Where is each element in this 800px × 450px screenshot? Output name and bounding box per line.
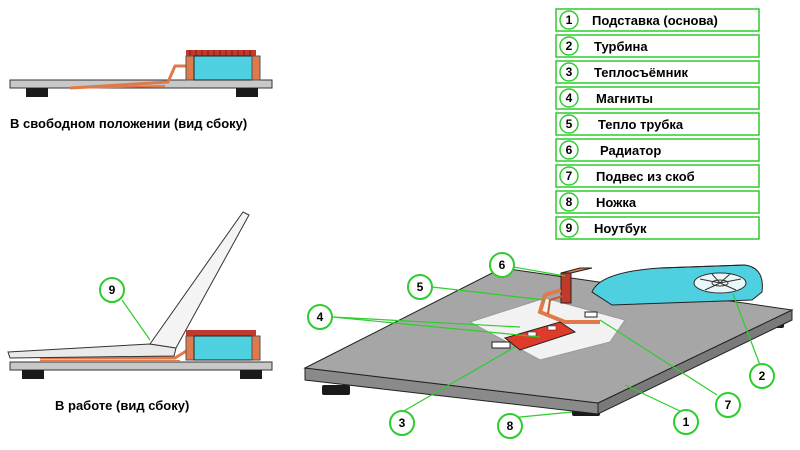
side-view-work xyxy=(7,211,273,379)
legend-label-7: Подвес из скоб xyxy=(596,169,695,184)
foot-front-left xyxy=(322,385,350,395)
callout-9-circle xyxy=(99,277,125,303)
side-view-free xyxy=(9,50,273,97)
magnet-d xyxy=(584,311,598,318)
clip-right xyxy=(251,55,261,81)
clip-left-2 xyxy=(185,335,195,361)
legend-row-7: 7 Подвес из скоб xyxy=(555,164,760,188)
legend-label-5: Тепло трубка xyxy=(598,117,684,132)
base-plate-2 xyxy=(9,361,273,371)
callout-5-circle xyxy=(407,274,433,300)
legend-label-8: Ножка xyxy=(596,195,637,210)
legend-num-7: 7 xyxy=(566,169,573,183)
callout-9: 9 xyxy=(109,283,116,297)
turbine-top-edge xyxy=(659,264,746,269)
laptop-base xyxy=(7,343,177,359)
callout-2-circle xyxy=(749,363,775,389)
legend-row-2: 2 Турбина xyxy=(555,34,760,58)
legend-num-9: 9 xyxy=(566,221,573,235)
legend-row-8: 8 Ножка xyxy=(555,190,760,214)
leader-lines xyxy=(121,264,761,419)
legend-num-6: 6 xyxy=(566,143,573,157)
callout-1: 1 xyxy=(683,415,690,429)
callout-7-circle xyxy=(715,392,741,418)
radiator-top xyxy=(560,267,593,274)
callout-4: 4 xyxy=(317,310,324,324)
callout-8-circle xyxy=(497,413,523,439)
radiator-fins-2 xyxy=(186,330,256,336)
callout-1-circle xyxy=(673,409,699,435)
legend: 1 Подставка (основа) 2 Турбина 3 Теплосъ… xyxy=(555,8,760,240)
caption-side-free: В свободном положении (вид сбоку) xyxy=(10,116,247,131)
legend-row-6: 6 Радиатор xyxy=(555,138,760,162)
legend-label-2: Турбина xyxy=(594,39,648,54)
radiator-fins xyxy=(186,50,256,56)
leader-8 xyxy=(509,411,573,419)
turbine-blades xyxy=(699,273,742,291)
callout-3-circle xyxy=(389,410,415,436)
callout-2: 2 xyxy=(759,369,766,383)
laptop-screen xyxy=(149,211,250,349)
foot-right xyxy=(236,88,258,97)
heat-pipe-perspective-2 xyxy=(547,295,564,315)
legend-row-5: 5 Тепло трубка xyxy=(555,112,760,136)
legend-num-2: 2 xyxy=(566,39,573,53)
foot-right-2 xyxy=(240,370,262,379)
callout-6-circle xyxy=(489,252,515,278)
legend-label-1: Подставка (основа) xyxy=(592,13,718,28)
callout-5: 5 xyxy=(417,280,424,294)
leader-4a xyxy=(331,316,521,328)
leader-2 xyxy=(732,293,761,366)
legend-num-4: 4 xyxy=(566,91,573,105)
leader-1 xyxy=(624,384,683,413)
legend-label-3: Теплосъёмник xyxy=(594,65,688,80)
callout-8: 8 xyxy=(507,419,514,433)
leader-7 xyxy=(599,319,718,396)
heatsink xyxy=(503,321,577,351)
leader-5 xyxy=(431,286,546,301)
magnet-c xyxy=(491,341,511,349)
foot-left xyxy=(26,88,48,97)
radiator-fin-lines xyxy=(189,50,251,56)
caption-side-work: В работе (вид сбоку) xyxy=(55,398,189,413)
foot-left-2 xyxy=(22,370,44,379)
perspective-view xyxy=(303,264,794,416)
turbine xyxy=(193,55,253,81)
leader-9 xyxy=(121,299,151,341)
radiator-perspective xyxy=(560,272,572,304)
legend-num-8: 8 xyxy=(566,195,573,209)
callout-6: 6 xyxy=(499,258,506,272)
legend-row-3: 3 Теплосъёмник xyxy=(555,60,760,84)
legend-row-4: 4 Магниты xyxy=(555,86,760,110)
magnet-b xyxy=(547,325,557,331)
turbine-2 xyxy=(193,335,253,361)
leader-3 xyxy=(401,346,516,413)
callout-3: 3 xyxy=(399,416,406,430)
clip-left xyxy=(185,55,195,81)
legend-num-3: 3 xyxy=(566,65,573,79)
legend-num-1: 1 xyxy=(566,13,573,27)
leader-4b xyxy=(331,316,541,338)
heat-pipe-lower xyxy=(69,85,166,89)
legend-label-6: Радиатор xyxy=(600,143,661,158)
callouts: 6 5 4 3 8 1 7 2 9 xyxy=(99,252,775,439)
callout-4-circle xyxy=(307,304,333,330)
heat-pipe-perspective xyxy=(537,288,600,324)
legend-label-4: Магниты xyxy=(596,91,653,106)
callout-7: 7 xyxy=(725,398,732,412)
clip-right-2 xyxy=(251,335,261,361)
legend-num-5: 5 xyxy=(566,117,573,131)
legend-row-9: 9 Ноутбук xyxy=(555,216,760,240)
legend-label-9: Ноутбук xyxy=(594,221,647,236)
legend-row-1: 1 Подставка (основа) xyxy=(555,8,760,32)
